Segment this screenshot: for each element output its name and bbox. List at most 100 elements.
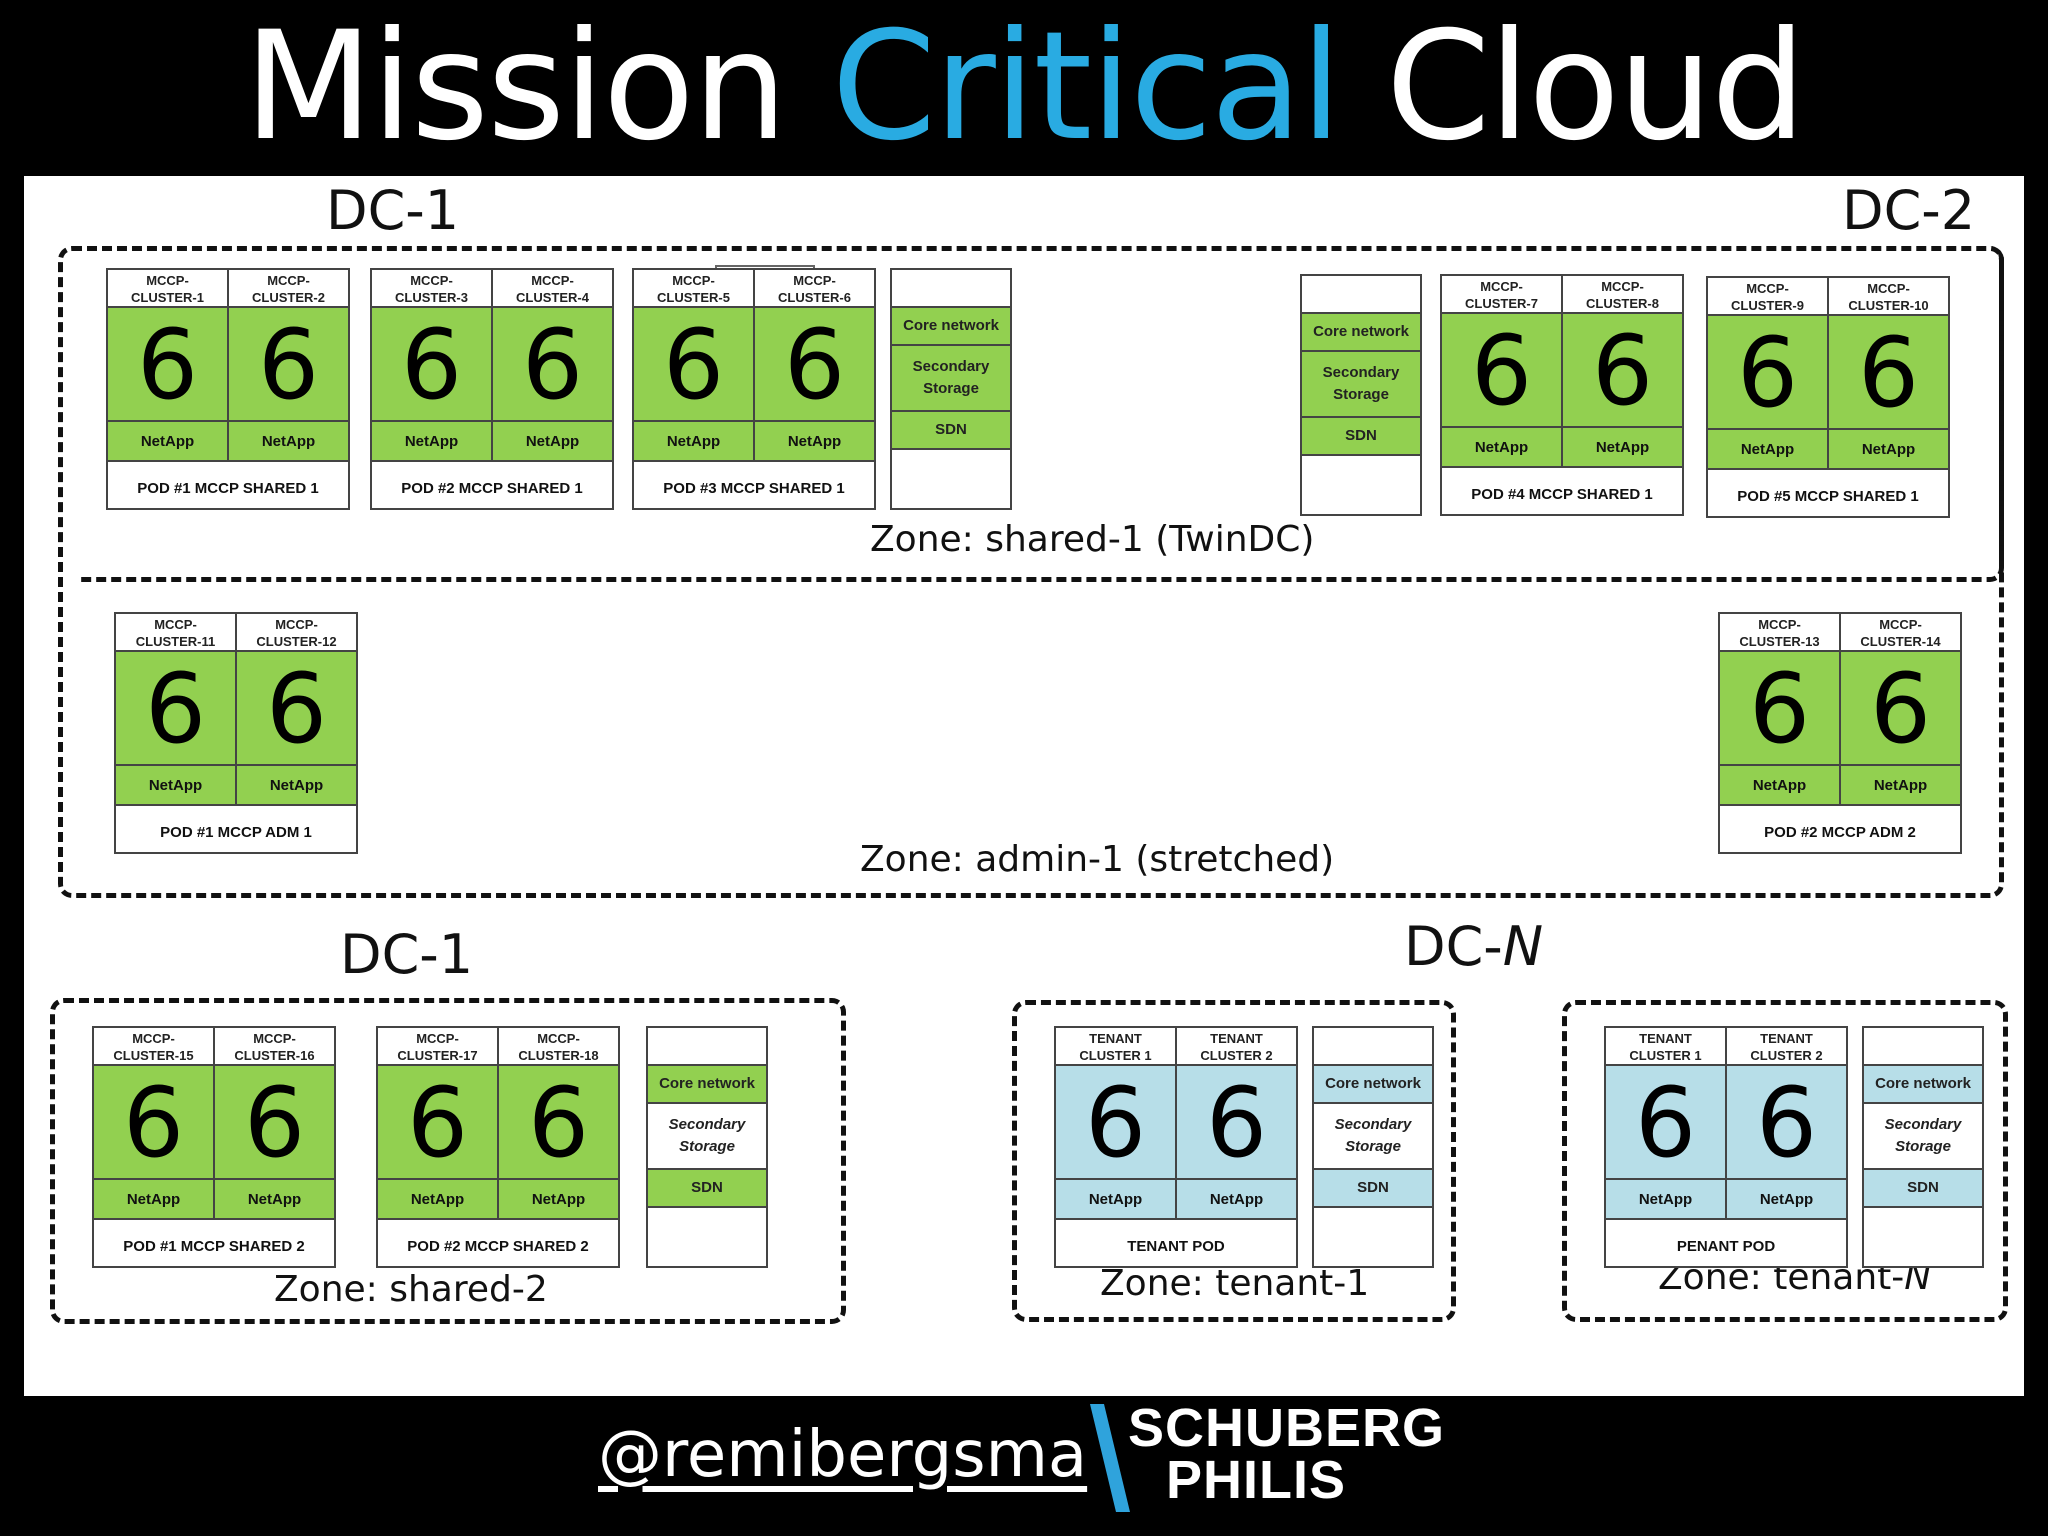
netapp-label: NetApp	[1177, 1180, 1296, 1220]
cluster-count: 6	[237, 652, 356, 766]
cluster-header: MCCP-CLUSTER-5	[634, 270, 753, 308]
pod-name: POD #4 MCCP SHARED 1	[1471, 486, 1653, 503]
cluster-header: MCCP-CLUSTER-11	[116, 614, 235, 652]
netapp-label: NetApp	[116, 766, 235, 806]
netapp-label: NetApp	[493, 422, 612, 462]
cluster-header: MCCP-CLUSTER-3	[372, 270, 491, 308]
netapp-label: NetApp	[1727, 1180, 1846, 1220]
cluster-header: MCCP-CLUSTER-12	[237, 614, 356, 652]
netapp-label: NetApp	[755, 422, 874, 462]
logo-line-1: SCHUBERG	[1128, 1398, 1446, 1458]
dc-label-bottom-left: DC-1	[340, 923, 474, 986]
cluster-count: 6	[493, 308, 612, 422]
zone-shared2-border	[50, 998, 846, 1324]
netapp-label: NetApp	[1829, 430, 1948, 470]
zone-admin1-label: Zone: admin-1 (stretched)	[860, 839, 1335, 880]
pod-name: POD #1 MCCP SHARED 1	[137, 480, 319, 497]
pod-4-shared-1: MCCP-CLUSTER-7 6 NetApp MCCP-CLUSTER-8 6…	[1440, 274, 1684, 516]
cluster-count: 6	[1563, 314, 1682, 428]
netapp-label: NetApp	[1841, 766, 1960, 806]
core-network-label: Core network	[648, 1064, 766, 1104]
zone-shared1-border	[80, 246, 2004, 582]
zone-tenant1-border	[1012, 1000, 1456, 1322]
cluster-count: 6	[1177, 1066, 1296, 1180]
netapp-label: NetApp	[229, 422, 348, 462]
diagram-panel: DC-1 DC-2 DC-1 DC-N Zone: shared-1 (Twin…	[24, 176, 2024, 1396]
pod-2-shared-1: MCCP-CLUSTER-3 6 NetApp MCCP-CLUSTER-4 6…	[370, 268, 614, 510]
cluster-count: 6	[1442, 314, 1561, 428]
cluster-count: 6	[1056, 1066, 1175, 1180]
zone-tenantN-border	[1562, 1000, 2008, 1322]
dc-label-top-left: DC-1	[326, 179, 460, 242]
netapp-label: NetApp	[634, 422, 753, 462]
netapp-label: NetApp	[94, 1180, 213, 1220]
twitter-handle-link[interactable]: @remibergsma	[598, 1418, 1088, 1492]
sdn-label: SDN	[1314, 1168, 1432, 1208]
zone-shared2-label: Zone: shared-2	[274, 1269, 548, 1310]
pod-name: POD #2 MCCP ADM 2	[1764, 824, 1916, 841]
cluster-count: 6	[372, 308, 491, 422]
cluster-count: 6	[108, 308, 227, 422]
sdn-label: SDN	[892, 410, 1010, 450]
cluster-header: MCCP-CLUSTER-17	[378, 1028, 497, 1066]
pod-5-shared-1: MCCP-CLUSTER-9 6 NetApp MCCP-CLUSTER-10 …	[1706, 276, 1950, 518]
cluster-header: MCCP-CLUSTER-4	[493, 270, 612, 308]
cluster-count: 6	[1841, 652, 1960, 766]
netapp-label: NetApp	[1606, 1180, 1725, 1220]
pod-name: POD #1 MCCP ADM 1	[160, 824, 312, 841]
slash-mark-icon	[1090, 1404, 1130, 1512]
netapp-label: NetApp	[1442, 428, 1561, 468]
sdn-label: SDN	[1302, 416, 1420, 456]
dc-n-prefix: DC-	[1404, 915, 1503, 978]
pod-name: POD #1 MCCP SHARED 2	[123, 1238, 305, 1255]
cluster-header: MCCP-CLUSTER-16	[215, 1028, 334, 1066]
pod-name: POD #2 MCCP SHARED 2	[407, 1238, 589, 1255]
cluster-header: MCCP-CLUSTER-18	[499, 1028, 618, 1066]
dc-n-suffix: N	[1502, 915, 1544, 978]
cluster-header: MCCP-CLUSTER-1	[108, 270, 227, 308]
core-network-label: Core network	[1314, 1064, 1432, 1104]
netapp-label: NetApp	[215, 1180, 334, 1220]
cluster-count: 6	[1727, 1066, 1846, 1180]
logo-line-2: PHILIS	[1166, 1450, 1347, 1510]
cluster-count: 6	[229, 308, 348, 422]
cluster-header: MCCP-CLUSTER-14	[1841, 614, 1960, 652]
netapp-label: NetApp	[1563, 428, 1682, 468]
netapp-label: NetApp	[108, 422, 227, 462]
pod-1-adm-1: MCCP-CLUSTER-11 6 NetApp MCCP-CLUSTER-12…	[114, 612, 358, 854]
netapp-label: NetApp	[1056, 1180, 1175, 1220]
netapp-label: NetApp	[499, 1180, 618, 1220]
cluster-header: MCCP-CLUSTER-8	[1563, 276, 1682, 314]
netapp-label: NetApp	[1720, 766, 1839, 806]
zone-tenant1-label: Zone: tenant-1	[1100, 1263, 1370, 1304]
pod-1-shared-2: MCCP-CLUSTER-15 6 NetApp MCCP-CLUSTER-16…	[92, 1026, 336, 1268]
dc-label-bottom-right: DC-N	[1404, 920, 1543, 974]
cluster-count: 6	[116, 652, 235, 766]
netapp-label: NetApp	[237, 766, 356, 806]
cluster-count: 6	[215, 1066, 334, 1180]
company-logo: SCHUBERG PHILIS	[1128, 1398, 1446, 1510]
sdn-label: SDN	[648, 1168, 766, 1208]
sdn-label: SDN	[1864, 1168, 1982, 1208]
title-part-1: Mission	[243, 0, 788, 174]
cluster-header: MCCP-CLUSTER-10	[1829, 278, 1948, 316]
dc-label-top-right: DC-2	[1842, 179, 1976, 242]
pod-1-shared-1: MCCP-CLUSTER-1 6 NetApp MCCP-CLUSTER-2 6…	[106, 268, 350, 510]
core-network-label: Core network	[892, 306, 1010, 346]
core-network-label: Core network	[1864, 1064, 1982, 1104]
cluster-header: MCCP-CLUSTER-13	[1720, 614, 1839, 652]
pod-2-shared-2: MCCP-CLUSTER-17 6 NetApp MCCP-CLUSTER-18…	[376, 1026, 620, 1268]
title-accent: Critical	[831, 0, 1342, 174]
